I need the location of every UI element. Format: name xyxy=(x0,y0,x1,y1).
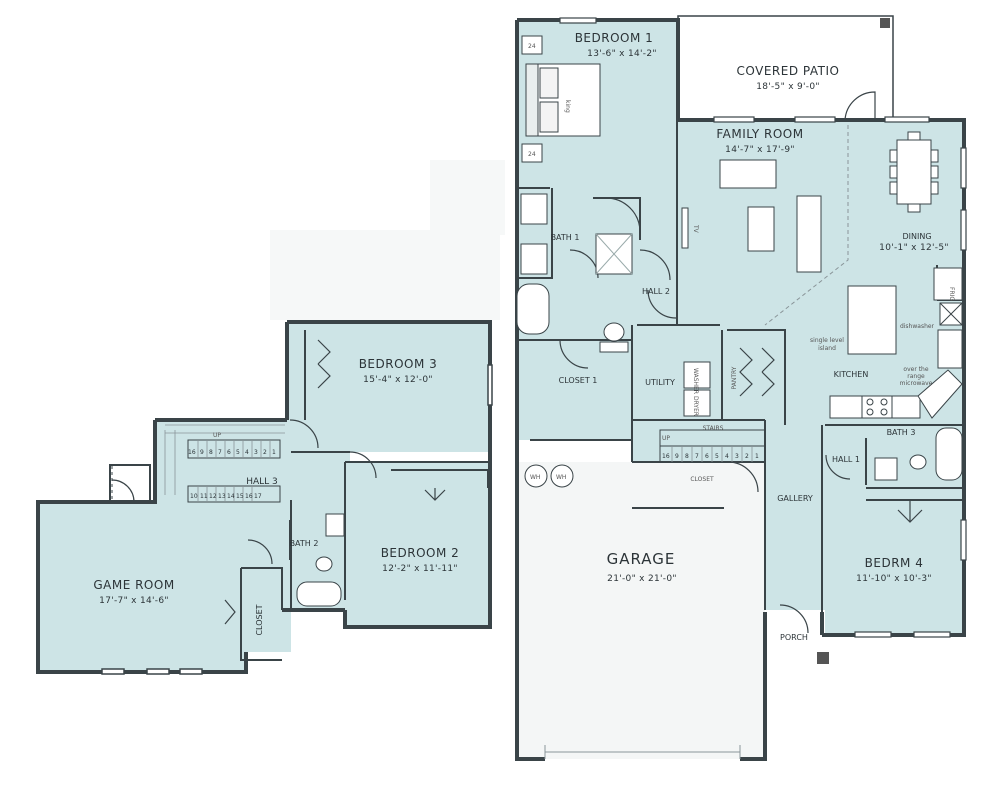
svg-text:15: 15 xyxy=(236,493,244,500)
bed-king xyxy=(521,35,601,163)
washer-label: WASHER xyxy=(692,368,699,394)
upper-stairs-up: UP xyxy=(213,432,221,439)
wh-label-2: WH xyxy=(556,474,566,481)
svg-text:12: 12 xyxy=(209,493,217,500)
bedroom3-dim: 15'-4" x 12'-0" xyxy=(363,375,433,385)
upper-stair-numbers: 16 9 8 7 6 5 4 3 2 1 10 11 12 13 14 15 1… xyxy=(188,449,276,500)
bath2-fixtures xyxy=(296,513,345,607)
bedroom2-dim: 12'-2" x 11'-11" xyxy=(382,564,458,574)
svg-text:17: 17 xyxy=(254,493,262,500)
svg-text:2: 2 xyxy=(263,449,267,456)
upper-closet-label: CLOSET xyxy=(255,604,264,635)
pantry-label: PANTRY xyxy=(731,366,738,389)
covered-patio-dim: 18'-5" x 9'-0" xyxy=(756,82,820,92)
garage-label: GARAGE xyxy=(607,550,676,568)
svg-text:1: 1 xyxy=(272,449,276,456)
microwave-note-3: microwave xyxy=(900,380,933,387)
svg-text:4: 4 xyxy=(725,453,729,460)
bath2-label: BATH 2 xyxy=(290,539,319,548)
svg-text:2: 2 xyxy=(745,453,749,460)
family-room-label: FAMILY ROOM xyxy=(716,127,803,141)
bedroom2-label: BEDROOM 2 xyxy=(381,546,460,560)
svg-text:1: 1 xyxy=(755,453,759,460)
bath1-label: BATH 1 xyxy=(551,233,580,242)
bedroom4-dim: 11'-10" x 10'-3" xyxy=(856,574,932,584)
svg-text:16: 16 xyxy=(188,449,196,456)
bedroom1-dim: 13'-6" x 14'-2" xyxy=(587,49,657,59)
svg-text:8: 8 xyxy=(685,453,689,460)
svg-text:13: 13 xyxy=(218,493,226,500)
svg-text:10: 10 xyxy=(190,493,198,500)
svg-text:5: 5 xyxy=(715,453,719,460)
tv-label: TV xyxy=(692,224,699,234)
microwave-note-1: over the xyxy=(903,366,928,373)
bath3-fixtures xyxy=(874,427,963,481)
bath3-label: BATH 3 xyxy=(887,428,916,437)
fridge-label: FRIG xyxy=(948,287,955,301)
family-room-dim: 14'-7" x 17'-9" xyxy=(725,145,795,155)
covered-patio-label: COVERED PATIO xyxy=(737,64,840,78)
svg-text:3: 3 xyxy=(735,453,739,460)
game-room-dim: 17'-7" x 14'-6" xyxy=(99,596,169,606)
main-stair-numbers: 16 9 8 7 6 5 4 3 2 1 xyxy=(662,453,759,460)
hall2-label: HALL 2 xyxy=(642,287,670,296)
porch-label: PORCH xyxy=(780,633,808,642)
svg-text:16: 16 xyxy=(662,453,670,460)
dishwasher-label: dishwasher xyxy=(900,323,935,330)
dining-table xyxy=(889,131,939,213)
svg-text:9: 9 xyxy=(675,453,679,460)
kitchen-fixtures xyxy=(829,267,963,419)
water-heaters xyxy=(524,464,574,488)
living-furniture xyxy=(681,159,822,273)
upper-floor: 16 9 8 7 6 5 4 3 2 1 10 11 12 13 14 15 1… xyxy=(36,320,493,675)
wh-label-1: WH xyxy=(530,474,540,481)
svg-text:6: 6 xyxy=(705,453,709,460)
bedroom1-label: BEDROOM 1 xyxy=(575,31,654,45)
utility-label: UTILITY xyxy=(645,378,675,387)
nightstand-label-top: 24 xyxy=(528,43,536,50)
main-stairs-up: UP xyxy=(662,435,670,442)
svg-text:14: 14 xyxy=(227,493,235,500)
svg-text:8: 8 xyxy=(209,449,213,456)
bath1-fixtures xyxy=(516,193,633,353)
island-note-2: island xyxy=(818,345,836,352)
svg-text:9: 9 xyxy=(200,449,204,456)
main-closet-label: CLOSET xyxy=(690,476,714,483)
svg-text:6: 6 xyxy=(227,449,231,456)
nightstand-label-bottom: 24 xyxy=(528,151,536,158)
garage-dim: 21'-0" x 21'-0" xyxy=(607,574,677,584)
hall3-label: HALL 3 xyxy=(246,477,278,487)
svg-text:7: 7 xyxy=(695,453,699,460)
closet1-label: CLOSET 1 xyxy=(559,376,598,385)
dining-dim: 10'-1" x 12'-5" xyxy=(879,243,949,253)
gallery-label: GALLERY xyxy=(777,494,813,503)
dining-label: DINING xyxy=(902,232,931,241)
kitchen-label: KITCHEN xyxy=(834,370,869,379)
background-shading xyxy=(270,160,505,320)
main-floor: king 24 24 TV xyxy=(515,15,967,761)
laundry xyxy=(683,361,711,417)
svg-text:16: 16 xyxy=(245,493,253,500)
svg-text:3: 3 xyxy=(254,449,258,456)
microwave-note-2: range xyxy=(907,373,925,380)
svg-text:7: 7 xyxy=(218,449,222,456)
dryer-label: DRYER xyxy=(692,396,699,416)
game-room-label: GAME ROOM xyxy=(93,578,174,592)
bedroom3-label: BEDROOM 3 xyxy=(359,357,438,371)
hall1-label: HALL 1 xyxy=(832,455,860,464)
stairs-label: STAIRS xyxy=(703,425,724,432)
island-note-1: single level xyxy=(810,337,844,344)
svg-text:5: 5 xyxy=(236,449,240,456)
bedroom4-label: BEDRM 4 xyxy=(865,556,924,570)
svg-text:11: 11 xyxy=(200,493,208,500)
svg-text:4: 4 xyxy=(245,449,249,456)
king-label: king xyxy=(564,100,571,113)
